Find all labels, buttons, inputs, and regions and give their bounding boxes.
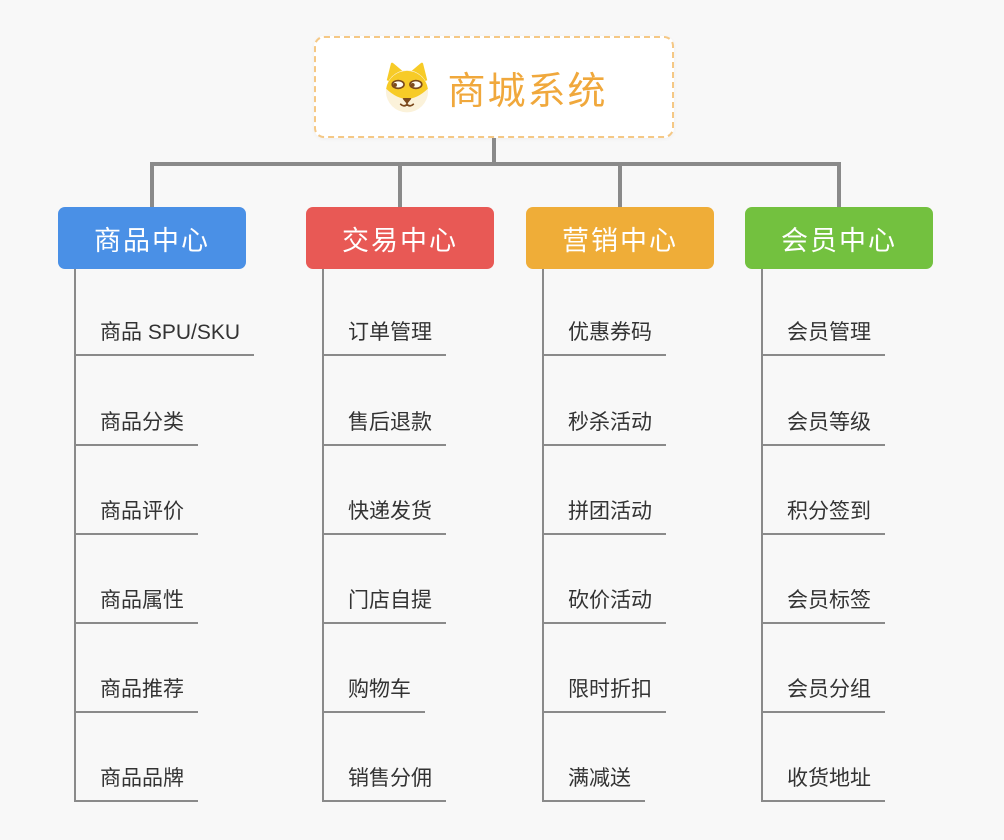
topic-node[interactable]: 售后退款 bbox=[322, 408, 446, 446]
topic-node[interactable]: 秒杀活动 bbox=[542, 408, 666, 446]
topic-node[interactable]: 销售分佣 bbox=[322, 764, 446, 802]
topic-node[interactable]: 购物车 bbox=[322, 675, 425, 713]
topic-node[interactable]: 商品属性 bbox=[74, 586, 198, 624]
topic-node[interactable]: 商品品牌 bbox=[74, 764, 198, 802]
topic-node[interactable]: 会员标签 bbox=[761, 586, 885, 624]
connector-line bbox=[837, 166, 841, 207]
branch-node-member-center[interactable]: 会员中心 bbox=[745, 207, 933, 269]
topic-node[interactable]: 订单管理 bbox=[322, 318, 446, 356]
topic-node[interactable]: 砍价活动 bbox=[542, 586, 666, 624]
topic-node[interactable]: 限时折扣 bbox=[542, 675, 666, 713]
connector-line bbox=[618, 166, 622, 207]
root-title: 商城系统 bbox=[447, 70, 608, 113]
topic-node[interactable]: 积分签到 bbox=[761, 497, 885, 535]
topic-node[interactable]: 会员分组 bbox=[761, 675, 885, 713]
topic-node[interactable]: 收货地址 bbox=[761, 764, 885, 802]
topic-node[interactable]: 会员管理 bbox=[761, 318, 885, 356]
connector-line bbox=[398, 166, 402, 207]
topic-node[interactable]: 门店自提 bbox=[322, 586, 446, 624]
branch-node-marketing-center[interactable]: 营销中心 bbox=[526, 207, 714, 269]
connector-line bbox=[150, 162, 841, 166]
root-node[interactable]: 商城系统 bbox=[314, 36, 674, 138]
topic-node[interactable]: 拼团活动 bbox=[542, 497, 666, 535]
branch-node-product-center[interactable]: 商品中心 bbox=[58, 207, 246, 269]
connector-line bbox=[150, 166, 154, 207]
topic-node[interactable]: 商品推荐 bbox=[74, 675, 198, 713]
topic-node[interactable]: 优惠券码 bbox=[542, 318, 666, 356]
topic-node[interactable]: 商品分类 bbox=[74, 408, 198, 446]
connector-line bbox=[492, 138, 496, 166]
shiba-dog-icon bbox=[386, 62, 429, 113]
connector-line bbox=[761, 269, 763, 802]
topic-node[interactable]: 满减送 bbox=[542, 764, 645, 802]
connector-line bbox=[322, 269, 324, 802]
connector-line bbox=[542, 269, 544, 802]
topic-node[interactable]: 快递发货 bbox=[322, 497, 446, 535]
topic-node[interactable]: 商品评价 bbox=[74, 497, 198, 535]
branch-node-trade-center[interactable]: 交易中心 bbox=[306, 207, 494, 269]
topic-node[interactable]: 商品 SPU/SKU bbox=[74, 318, 255, 356]
connector-line bbox=[74, 269, 76, 802]
topic-node[interactable]: 会员等级 bbox=[761, 408, 885, 446]
